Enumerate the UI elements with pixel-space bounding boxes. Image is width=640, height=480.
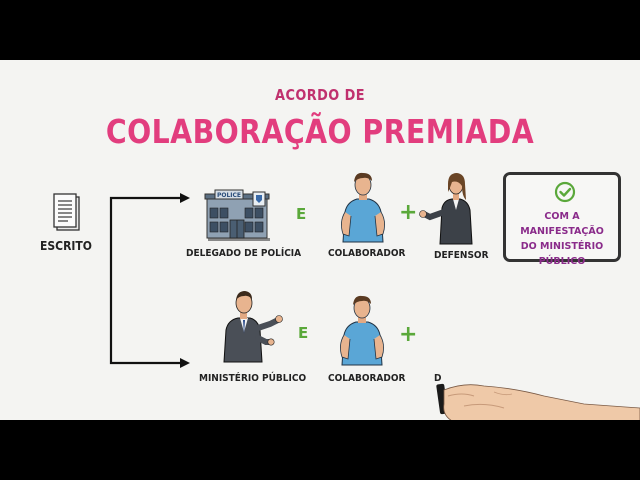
row2-connector-plus: + — [399, 322, 418, 347]
source-label: ESCRITO — [40, 239, 92, 253]
row2-label-ministerio: MINISTÉRIO PÚBLICO — [199, 373, 307, 384]
lawyer-woman-icon — [419, 173, 473, 245]
note-line-3: PÚBLICO — [538, 256, 586, 267]
document-icon — [53, 193, 80, 231]
collaborator-person-icon — [341, 172, 385, 243]
note-line-2: DO MINISTÉRIO — [520, 241, 604, 252]
title-small: ACORDO DE — [275, 86, 365, 104]
prosecutor-man-icon — [223, 291, 283, 363]
title-main: COLABORAÇÃO PREMIADA — [105, 112, 535, 151]
police-station-icon: POLICE — [204, 189, 270, 241]
flow-connectors — [109, 193, 190, 368]
drawing-hand-icon — [436, 383, 640, 420]
police-sign-text: POLICE — [217, 192, 241, 199]
row2-connector-e: E — [298, 324, 309, 342]
check-circle-icon — [554, 181, 576, 203]
row1-connector-plus: + — [399, 200, 418, 225]
collaborator-person-icon — [340, 295, 384, 366]
row2-partial-label: D — [434, 373, 442, 384]
note-text: COM A MANIFESTAÇÃO DO MINISTÉRIO PÚBLICO — [506, 209, 618, 269]
row1-label-defensor: DEFENSOR — [434, 250, 489, 261]
row1-connector-e: E — [296, 205, 307, 223]
note-line-1: COM A MANIFESTAÇÃO — [520, 211, 604, 237]
row1-label-colaborador: COLABORADOR — [328, 248, 406, 259]
row2-label-colaborador: COLABORADOR — [328, 373, 406, 384]
row1-label-delegado: DELEGADO DE POLÍCIA — [186, 248, 302, 259]
diagram-canvas: ACORDO DE COLABORAÇÃO PREMIADA ESCRITO — [0, 60, 640, 420]
note-box: COM A MANIFESTAÇÃO DO MINISTÉRIO PÚBLICO — [503, 172, 621, 267]
